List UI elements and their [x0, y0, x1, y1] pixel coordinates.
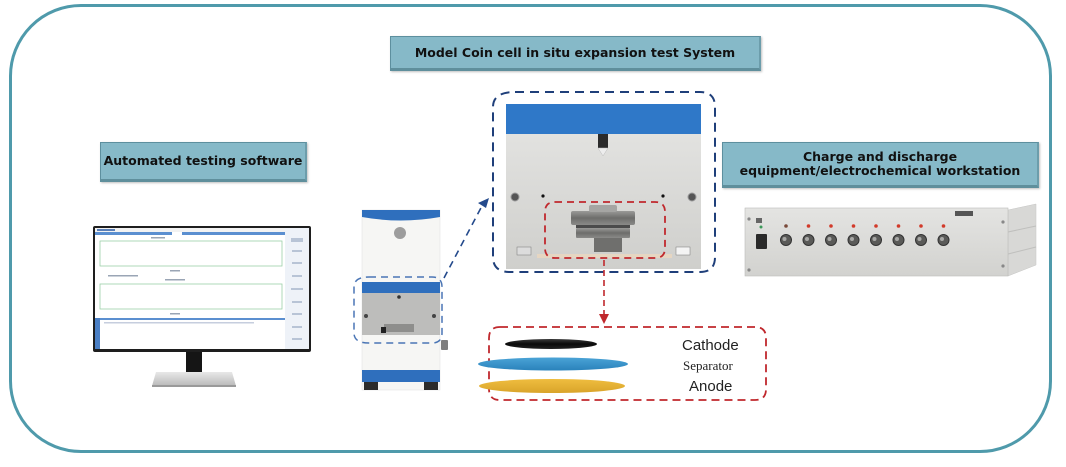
channel-connector-highlight [872, 237, 877, 241]
diagram-frame [9, 4, 1052, 453]
device-bottom-band [362, 370, 440, 382]
closeup-zoom-callout [492, 91, 716, 273]
software-chart-1 [99, 240, 283, 267]
separator-label: Separator [683, 358, 733, 373]
fixture-arrow-head-icon [599, 314, 609, 324]
channel-connector-highlight [850, 237, 854, 241]
workstation-logo [955, 211, 973, 216]
tower-zoom-callout [353, 276, 443, 344]
channel-connector-highlight [805, 237, 809, 241]
zoom-arrow-line [443, 203, 484, 279]
channel-connector-highlight [940, 237, 944, 241]
software-tab-bar [95, 232, 285, 235]
channel-connector-highlight [895, 237, 899, 241]
fixture-zoom-callout [544, 201, 666, 259]
channel-connector-highlight [782, 237, 787, 241]
device-top-band [362, 210, 440, 221]
anode-label: Anode [689, 378, 733, 395]
power-switch-icon [756, 234, 767, 249]
channel-led-icon [896, 224, 901, 228]
cathode-label: Cathode [682, 337, 739, 354]
anode-layer [479, 379, 625, 393]
software-label: Automated testing software [100, 142, 307, 182]
monitor [93, 226, 311, 387]
device-knob [394, 227, 406, 239]
cathode-layer [505, 339, 597, 349]
channel-led-icon [941, 224, 946, 228]
channel-led-icon [784, 224, 788, 228]
chamber-closeup [506, 104, 701, 269]
charge-discharge-workstation [744, 203, 1037, 277]
workstation-label-line1: Charge and discharge [802, 149, 958, 164]
workstation-label: Charge and discharge equipment/electroch… [722, 142, 1039, 188]
system-title-text: Model Coin cell in situ expansion test S… [414, 44, 736, 60]
workstation-label-line2: equipment/electrochemical workstation [739, 163, 1021, 178]
channel-led-icon [851, 224, 856, 228]
separator-layer [478, 357, 628, 371]
workstation-channels [780, 224, 950, 246]
software-side-buttons [291, 238, 303, 340]
channel-led-icon [919, 224, 923, 228]
software-chart-2 [99, 283, 283, 310]
test-fixture-disc [571, 211, 635, 225]
channel-led-icon [829, 224, 833, 228]
channel-connector-highlight [827, 237, 832, 241]
channel-led-icon [806, 224, 811, 228]
channel-led-icon [874, 224, 878, 228]
system-title-label: Model Coin cell in situ expansion test S… [390, 36, 761, 71]
software-label-text: Automated testing software [103, 153, 303, 168]
monitor-stand-neck [186, 352, 202, 372]
software-data-table [95, 318, 100, 349]
monitor-stand-base [152, 372, 236, 386]
zoom-arrow-head-icon [478, 198, 489, 208]
expansion-test-device [361, 209, 448, 391]
closeup-blue-header [506, 104, 701, 134]
channel-connector-highlight [917, 237, 922, 241]
